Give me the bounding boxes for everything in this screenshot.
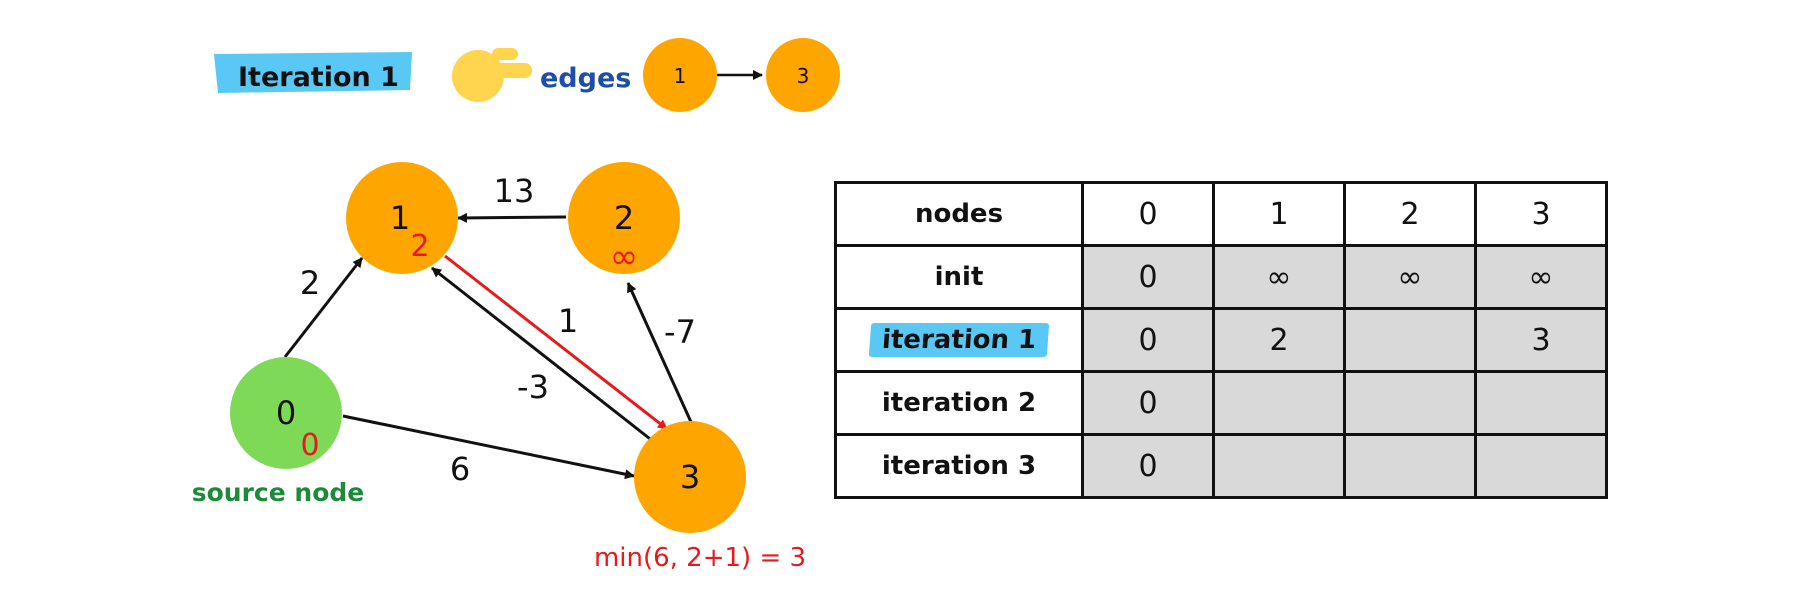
node-2: 2 ∞ (568, 162, 680, 277)
table-row: iteration 3 0 (834, 433, 1608, 499)
legend-node-from (643, 38, 717, 112)
edge-2-1 (457, 212, 567, 223)
edge-3-1 (431, 266, 655, 444)
node-1-distance: 2 (410, 229, 429, 264)
node-0-distance: 0 (300, 428, 319, 463)
row-label-init: init (834, 244, 1084, 310)
table-row: init 0 ∞ ∞ ∞ (834, 244, 1608, 310)
table-cell (1343, 307, 1477, 373)
legend-node-from-label: 1 (674, 64, 687, 88)
edge-0-1 (283, 257, 364, 358)
relaxation-computation: min(6, 2+1) = 3 (594, 543, 806, 573)
edge-3-2 (626, 282, 693, 423)
table-cell: ∞ (1343, 244, 1477, 310)
table-cell: ∞ (1212, 244, 1346, 310)
table-cell: 0 (1081, 433, 1215, 499)
table-header-cell: 2 (1343, 181, 1477, 247)
graph-edges (283, 212, 693, 480)
node-1-label: 1 (390, 199, 410, 237)
node-3-circle (634, 421, 746, 533)
row-label-iteration-3: iteration 3 (834, 433, 1084, 499)
row-label-iteration-2: iteration 2 (834, 370, 1084, 436)
node-2-circle (568, 162, 680, 274)
table-header-cell: 1 (1212, 181, 1346, 247)
node-2-distance: ∞ (610, 237, 638, 277)
edge-1-3 (444, 254, 668, 431)
pointing-hand-icon (452, 48, 532, 102)
table-cell-updated: 3 (1474, 307, 1608, 373)
table-cell: 0 (1081, 244, 1215, 310)
iteration-title-badge: Iteration 1 (214, 52, 412, 93)
edge-weight-2-1: 13 (494, 172, 535, 210)
table-row: iteration 1 0 2 3 (834, 307, 1608, 373)
table-header-cell: 0 (1081, 181, 1215, 247)
distance-table: nodes 0 1 2 3 init 0 ∞ ∞ ∞ iteration 1 0… (834, 181, 1608, 499)
source-node-label: source node (192, 478, 365, 507)
table-cell (1343, 370, 1477, 436)
table-header-cell: 3 (1474, 181, 1608, 247)
row-label-iteration-1: iteration 1 (868, 323, 1050, 357)
legend-node-to-label: 3 (797, 64, 810, 88)
edge-weight-1-3: 1 (558, 302, 578, 340)
table-header-row: nodes 0 1 2 3 (834, 181, 1608, 247)
edge-weight-0-1: 2 (300, 264, 320, 302)
table-cell (1212, 433, 1346, 499)
node-3-label: 3 (680, 458, 700, 496)
table-cell: 2 (1212, 307, 1346, 373)
node-0: 0 0 (230, 357, 342, 469)
node-1-circle (346, 162, 458, 274)
edge-0-3 (342, 414, 635, 480)
legend-node-to (766, 38, 840, 112)
table-cell: 0 (1081, 370, 1215, 436)
table-cell: 0 (1081, 307, 1215, 373)
node-2-label: 2 (614, 199, 634, 237)
table-cell (1212, 370, 1346, 436)
edge-weight-3-1: -3 (517, 368, 549, 406)
edges-label: edges (540, 63, 631, 94)
table-cell (1474, 433, 1608, 499)
table-row: iteration 2 0 (834, 370, 1608, 436)
table-cell (1474, 370, 1608, 436)
table-cell (1343, 433, 1477, 499)
table-header-nodes: nodes (834, 181, 1084, 247)
node-3: 3 (634, 421, 746, 533)
edge-weight-0-3: 6 (450, 450, 470, 488)
iteration-title: Iteration 1 (238, 62, 399, 93)
row-label-iteration-1-cell: iteration 1 (834, 307, 1084, 373)
table-cell: ∞ (1474, 244, 1608, 310)
legend-edge: 1 3 (643, 38, 840, 112)
node-0-label: 0 (276, 394, 296, 432)
node-1: 1 2 (346, 162, 458, 274)
edge-weight-3-2: -7 (664, 313, 696, 351)
node-0-circle (230, 357, 342, 469)
